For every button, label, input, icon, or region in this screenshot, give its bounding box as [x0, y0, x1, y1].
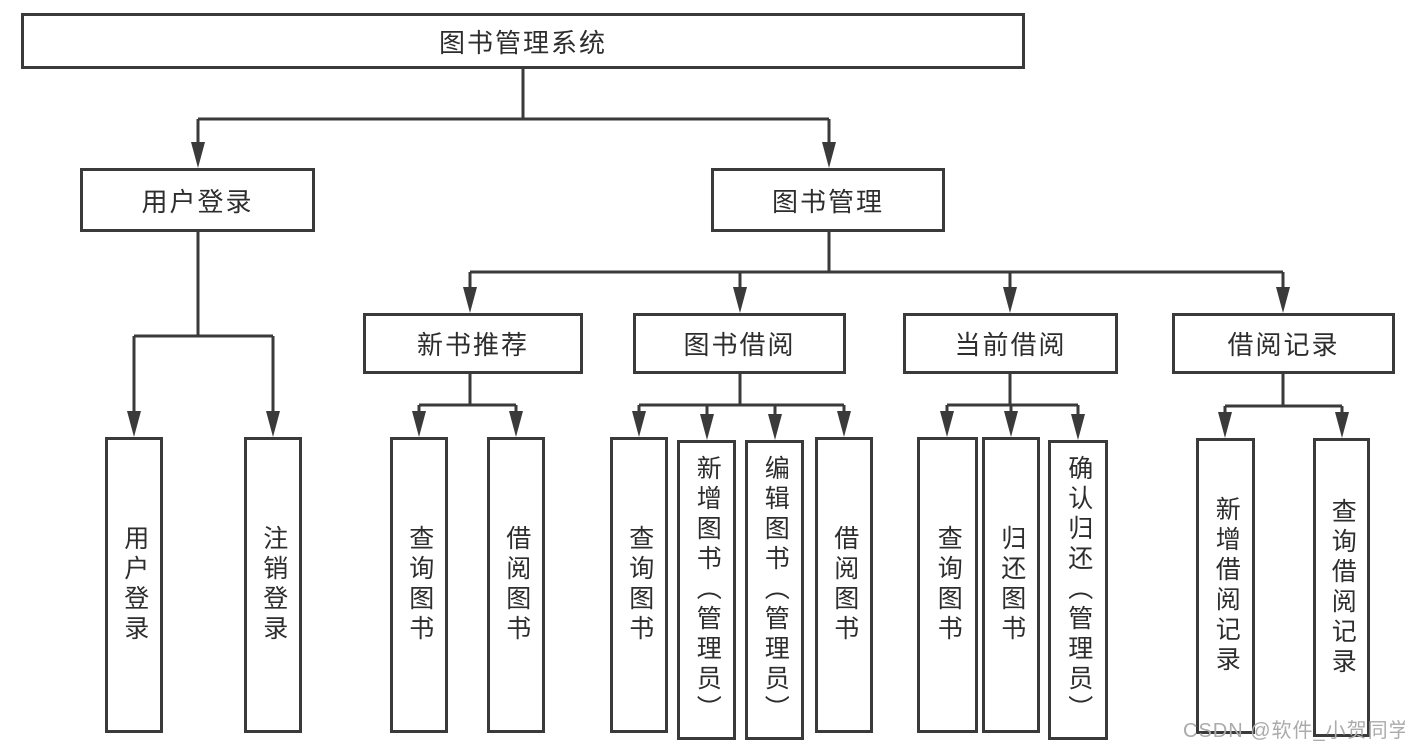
leaf-user-login: 用户登录 — [105, 437, 163, 733]
leaf-current-query-book: 查询图书 — [917, 437, 978, 733]
leaf-borrow-borrow-book: 借阅图书 — [815, 437, 873, 733]
watermark-text: CSDN @软件_小贺同学 — [1183, 720, 1405, 742]
leaf-current-return-book: 归还图书 — [982, 437, 1040, 733]
leaf-records-add-record: 新增借阅记录 — [1196, 438, 1255, 734]
leaf-current-confirm-return-admin: 确认归还（管理员） — [1048, 440, 1108, 740]
node-borrow-records: 借阅记录 — [1172, 313, 1395, 374]
node-book-management: 图书管理 — [711, 168, 945, 232]
leaf-newbook-borrow-book: 借阅图书 — [487, 437, 545, 733]
leaf-records-query-record: 查询借阅记录 — [1313, 438, 1370, 737]
node-new-book-recommend: 新书推荐 — [363, 313, 583, 374]
node-book-borrow: 图书借阅 — [633, 313, 846, 374]
leaf-newbook-query-book: 查询图书 — [390, 437, 448, 733]
leaf-borrow-edit-book-admin: 编辑图书（管理员） — [745, 440, 804, 740]
leaf-borrow-add-book-admin: 新增图书（管理员） — [677, 440, 736, 740]
node-current-borrow: 当前借阅 — [903, 313, 1118, 374]
node-user-login: 用户登录 — [80, 168, 315, 232]
leaf-borrow-query-book: 查询图书 — [610, 437, 668, 733]
node-root: 图书管理系统 — [21, 13, 1025, 69]
leaf-logout: 注销登录 — [244, 437, 302, 733]
